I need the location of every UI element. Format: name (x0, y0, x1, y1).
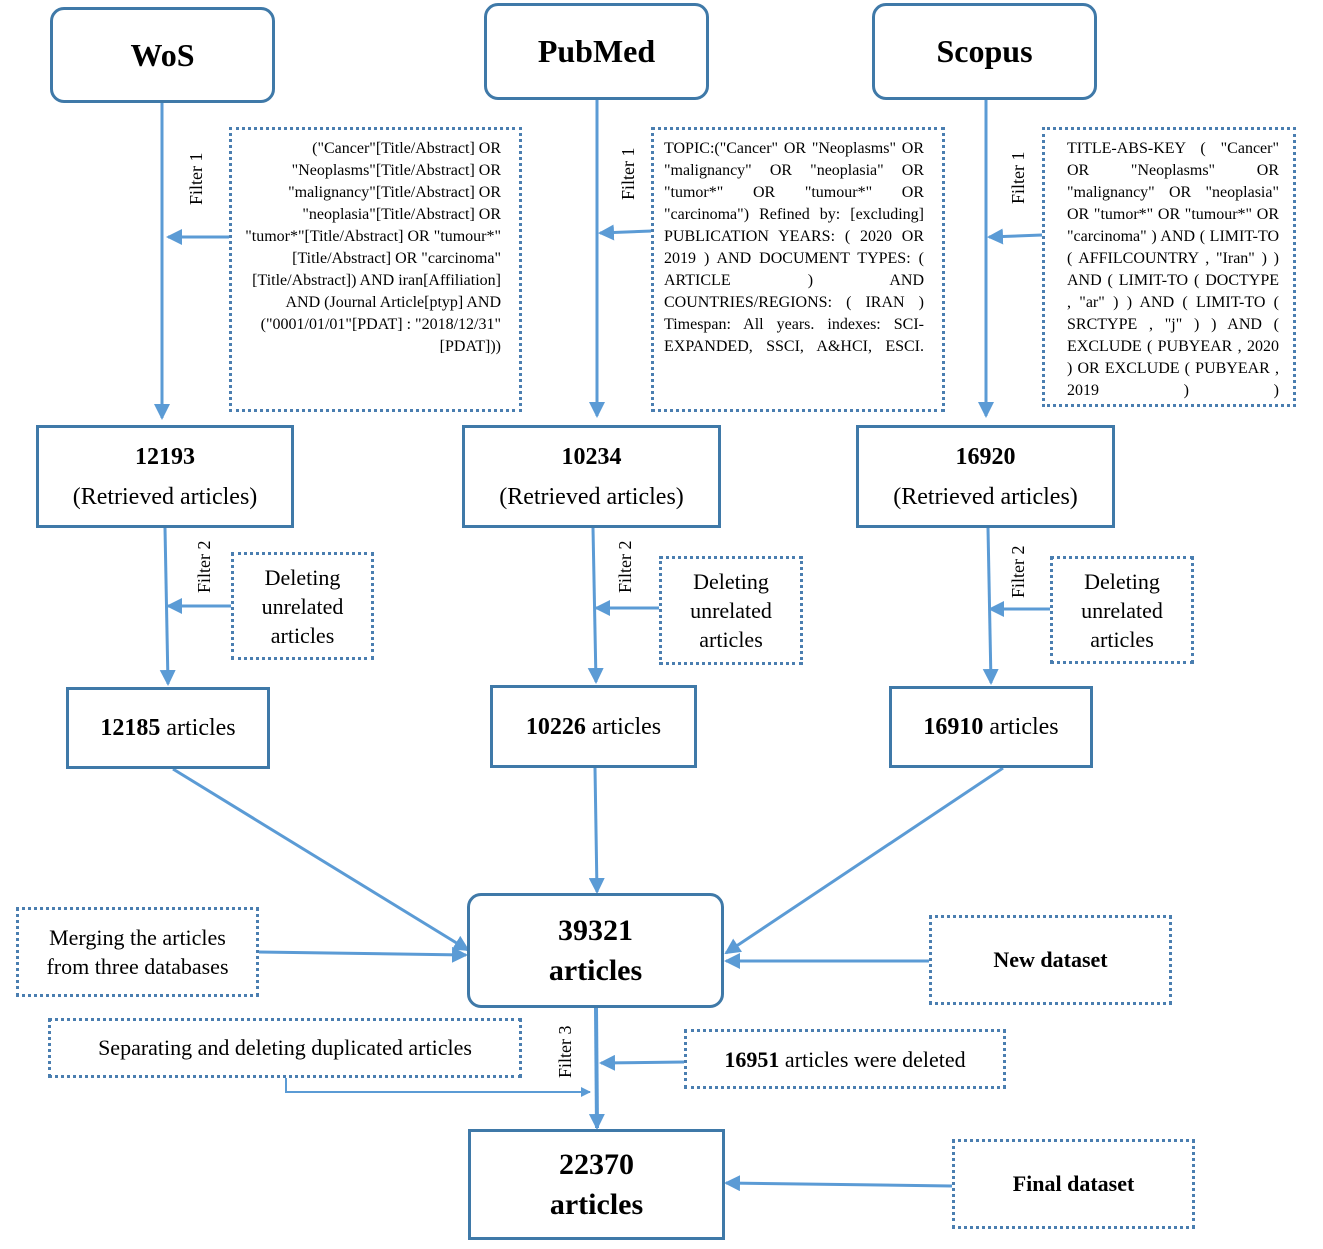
pubmed-remaining-box: 10226 articles (490, 685, 697, 768)
scopus-delete-line2: unrelated (1081, 597, 1163, 623)
new-dataset-label: New dataset (993, 947, 1108, 972)
wos-remaining-count: 12185 (100, 715, 161, 741)
merge-note-line2: from three databases (46, 954, 229, 979)
pubmed-query: TOPIC:("Cancer" OR "Neoplasms" OR "malig… (664, 140, 924, 355)
final-count: 22370 (559, 1147, 634, 1181)
scopus-remaining-label: articles (983, 714, 1059, 740)
wos-delete-note: Deleting unrelated articles (231, 552, 374, 660)
arrow-wos-filter2 (159, 527, 176, 686)
scopus-retrieved-count: 16920 (955, 443, 1016, 470)
pubmed-filter2-label: Filter 2 (615, 540, 635, 594)
merged-label: articles (548, 953, 643, 987)
merged-box: 39321 articles (467, 893, 724, 1008)
pubmed-query-box: TOPIC:("Cancer" OR "Neoplasms" OR "malig… (651, 127, 945, 412)
wos-retrieved-box: 12193 (Retrieved articles) (36, 425, 294, 528)
wos-retrieved-count: 12193 (135, 443, 195, 470)
scopus-query-box: TITLE-ABS-KEY ( "Cancer" OR "Neoplasms" … (1042, 127, 1296, 407)
pubmed-delete-line3: articles (699, 627, 763, 652)
merge-note: Merging the articles from three database… (16, 907, 259, 997)
final-dataset-label: Final dataset (1012, 1171, 1135, 1196)
wos-delete-line2: unrelated (261, 593, 344, 619)
scopus-retrieved-label: (Retrieved articles) (893, 483, 1078, 510)
final-dataset-box: Final dataset (952, 1139, 1195, 1229)
connector-dedupe (285, 1077, 591, 1097)
arrow-scopus-filter2 (982, 527, 999, 685)
scopus-remaining-count: 16910 (923, 714, 984, 740)
dedupe-note-text: Separating and deleting duplicated artic… (98, 1035, 472, 1060)
filter3-label: Filter 3 (555, 1025, 575, 1079)
arrow-merge-note (257, 946, 468, 963)
scopus-delete-line3: articles (1090, 626, 1154, 652)
arrow-pubmed-merge (588, 767, 605, 894)
scopus-remaining-box: 16910 articles (889, 686, 1093, 768)
pubmed-box: PubMed (484, 3, 709, 100)
scopus-box: Scopus (872, 3, 1097, 100)
pubmed-retrieved-box: 10234 (Retrieved articles) (462, 425, 721, 528)
pubmed-retrieved-count: 10234 (561, 443, 622, 470)
arrow-wos-merge (172, 767, 470, 952)
wos-retrieved-label: (Retrieved articles) (72, 483, 258, 510)
wos-remaining-label: articles (160, 715, 236, 741)
pubmed-remaining-count: 10226 (525, 713, 586, 740)
pubmed-delete-line2: unrelated (690, 598, 772, 623)
arrow-filter3 (588, 1007, 605, 1130)
final-label: articles (549, 1187, 644, 1221)
wos-query-box: ("Cancer"[Title/Abstract] OR "Neoplasms"… (229, 127, 522, 412)
merged-count: 39321 (558, 913, 633, 947)
scopus-delete-note: Deleting unrelated articles (1050, 556, 1194, 664)
new-dataset-box: New dataset (929, 915, 1172, 1005)
wos-query: ("Cancer"[Title/Abstract] OR "Neoplasms"… (245, 140, 501, 355)
wos-box: WoS (50, 7, 275, 103)
pubmed-title: PubMed (537, 33, 656, 69)
scopus-retrieved-box: 16920 (Retrieved articles) (856, 425, 1115, 528)
arrow-scopus-merge (724, 766, 1004, 955)
wos-remaining-box: 12185 articles (66, 687, 270, 769)
final-box: 22370 articles (468, 1129, 725, 1240)
scopus-delete-line1: Deleting (1084, 568, 1160, 594)
arrow-pubmed-filter2 (587, 527, 604, 684)
deleted-label: articles were deleted (779, 1046, 966, 1072)
deleted-note: 16951 articles were deleted (684, 1029, 1006, 1089)
wos-delete-line3: articles (270, 622, 335, 648)
pubmed-retrieved-label: (Retrieved articles) (499, 483, 684, 510)
scopus-title: Scopus (936, 33, 1033, 69)
arrow-pubmed-query (598, 224, 653, 241)
deleted-count: 16951 (724, 1046, 780, 1072)
pubmed-delete-line1: Deleting (693, 569, 769, 594)
arrow-deleted-note (599, 1054, 686, 1071)
wos-delete-line1: Deleting (264, 564, 341, 590)
scopus-filter1-label: Filter 1 (1008, 151, 1028, 205)
arrow-scopus-query (987, 228, 1043, 245)
pubmed-filter1-label: Filter 1 (618, 147, 638, 201)
wos-filter2-label: Filter 2 (194, 540, 214, 594)
dedupe-note: Separating and deleting duplicated artic… (48, 1018, 522, 1078)
pubmed-delete-note: Deleting unrelated articles (659, 556, 803, 665)
scopus-query: TITLE-ABS-KEY ( "Cancer" OR "Neoplasms" … (1067, 140, 1279, 399)
wos-title: WoS (130, 36, 195, 73)
scopus-filter2-label: Filter 2 (1008, 545, 1028, 599)
merge-note-line1: Merging the articles (49, 925, 226, 950)
pubmed-remaining-label: articles (585, 713, 662, 740)
arrow-final-dataset (724, 1175, 953, 1192)
wos-filter1-label: Filter 1 (186, 152, 206, 206)
